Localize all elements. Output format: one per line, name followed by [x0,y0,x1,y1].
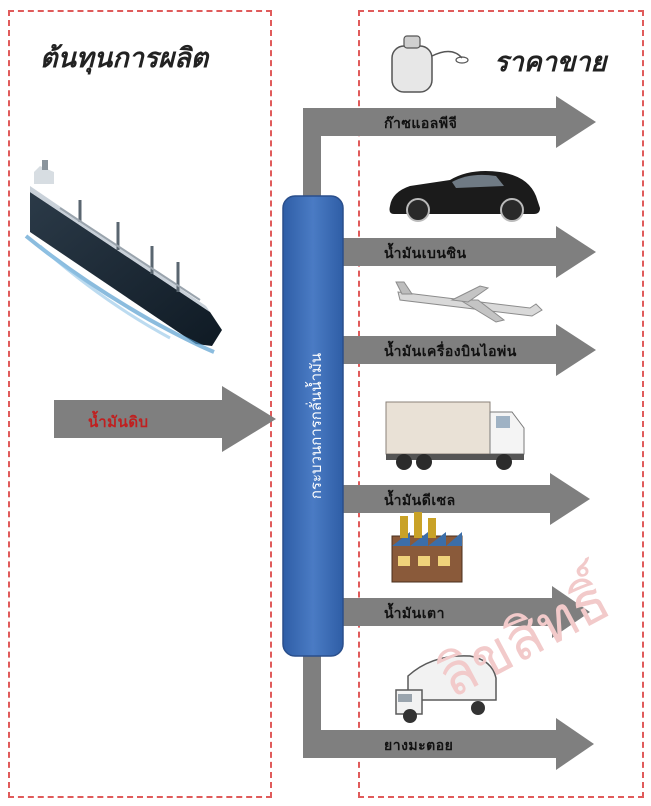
factory-icon [391,512,463,583]
refinery-column [282,195,344,657]
sports-car-icon [389,171,540,222]
output-label-gasoline: น้ำมันเบนซิน [384,246,467,262]
output-arrow-gasoline [321,226,596,278]
tanker-truck-icon [395,655,497,723]
crude-oil-arrow [54,386,276,452]
gas-cylinder-icon [391,35,469,93]
output-label-fuel-oil: น้ำมันเตา [384,606,445,622]
crude-oil-label: น้ำมันดิบ [88,413,149,431]
output-label-lpg: ก๊าซแอลพีจี [384,116,458,132]
airplane-icon [395,281,543,323]
output-label-jet-fuel: น้ำมันเครื่องบินไอพ่น [384,344,517,360]
truck-icon [385,401,525,470]
oil-tanker-icon [24,160,222,354]
output-arrow-lpg [303,96,596,148]
production-cost-panel [8,10,272,798]
output-arrow-diesel [321,473,590,525]
output-arrow-fuel-oil [321,586,590,638]
sale-price-heading: ราคาขาย [494,47,607,78]
output-arrow-jet-fuel [321,324,596,376]
output-label-diesel: น้ำมันดีเซล [384,493,456,509]
refinery-process-label: กระบวนการกลั่นน้ำมัน [307,352,325,500]
output-label-asphalt: ยางมะตอย [384,738,454,754]
production-cost-heading: ต้นทุนการผลิต [40,43,209,74]
output-arrow-asphalt [303,718,594,770]
sale-price-panel [358,10,644,798]
